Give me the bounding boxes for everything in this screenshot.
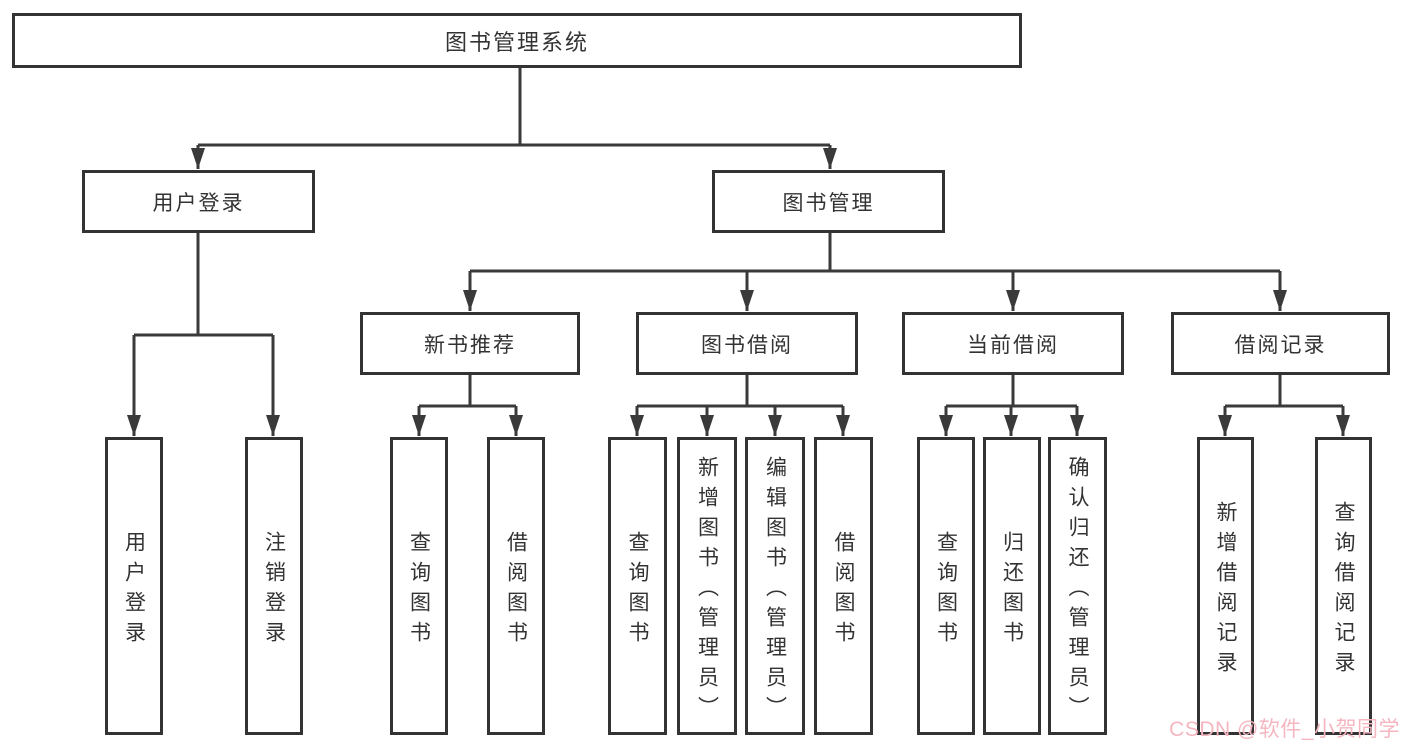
arrow-down-icon [191, 148, 205, 169]
arrow-down-icon [509, 415, 523, 436]
arrow-down-icon [463, 290, 477, 311]
node-label: 确认归还（管理员） [1066, 455, 1089, 726]
node-label: 图书借阅 [701, 333, 793, 357]
leaf-borrow-query-books: 查询图书 [608, 437, 667, 735]
node-label: 查询借阅记录 [1332, 500, 1355, 681]
node-label: 图书管理系统 [444, 29, 589, 55]
watermark: CSDN @软件_小贺同学 [1169, 718, 1400, 741]
arrow-down-icon [836, 415, 850, 436]
leaf-borrow-books: 借阅图书 [814, 437, 873, 735]
node-library-management-system: 图书管理系统 [12, 13, 1022, 68]
arrow-down-icon [266, 415, 280, 436]
node-label: 编辑图书（管理员） [763, 455, 787, 726]
node-new-book-recommend: 新书推荐 [360, 312, 580, 375]
node-user-login: 用户登录 [82, 170, 315, 233]
leaf-add-books-admin: 新增图书（管理员） [677, 437, 737, 735]
node-label: 借阅记录 [1234, 333, 1327, 357]
leaf-current-query-books: 查询图书 [917, 437, 975, 735]
node-book-management: 图书管理 [712, 170, 945, 233]
arrow-down-icon [630, 415, 644, 436]
node-borrow-records: 借阅记录 [1171, 312, 1390, 375]
node-label: 注销登录 [262, 530, 286, 651]
arrow-down-icon [1006, 290, 1020, 311]
leaf-return-books: 归还图书 [983, 437, 1041, 735]
node-label: 新书推荐 [424, 333, 516, 357]
leaf-logout: 注销登录 [245, 437, 303, 735]
leaf-recommend-query-books: 查询图书 [390, 437, 448, 735]
leaf-confirm-return-admin: 确认归还（管理员） [1048, 437, 1107, 735]
arrow-down-icon [1218, 415, 1232, 436]
arrow-down-icon [127, 415, 141, 436]
arrow-down-icon [1070, 415, 1084, 436]
node-label: 新增借阅记录 [1214, 500, 1237, 681]
arrow-down-icon [740, 290, 754, 311]
arrow-down-icon [823, 148, 837, 169]
node-label: 借阅图书 [832, 530, 855, 651]
leaf-query-borrow-record: 查询借阅记录 [1315, 437, 1372, 735]
arrow-down-icon [700, 415, 714, 436]
node-label: 查询图书 [407, 530, 431, 651]
arrow-down-icon [1273, 290, 1287, 311]
arrowhead-icons [127, 148, 1350, 436]
node-label: 当前借阅 [967, 333, 1059, 357]
node-label: 查询图书 [934, 530, 958, 651]
node-book-borrow: 图书借阅 [636, 312, 858, 375]
connector-rails [132, 68, 1345, 436]
leaf-add-borrow-record: 新增借阅记录 [1197, 437, 1254, 735]
arrow-down-icon [768, 415, 782, 436]
arrow-down-icon [1336, 415, 1350, 436]
leaf-edit-books-admin: 编辑图书（管理员） [745, 437, 805, 735]
node-label: 新增图书（管理员） [695, 455, 719, 726]
node-label: 用户登录 [122, 530, 146, 651]
node-label: 查询图书 [626, 530, 649, 651]
node-label: 归还图书 [1000, 530, 1024, 651]
arrow-down-icon [412, 415, 426, 436]
leaf-recommend-borrow-books: 借阅图书 [487, 437, 545, 735]
arrow-down-icon [1004, 415, 1018, 436]
node-label: 借阅图书 [504, 530, 528, 651]
node-label: 图书管理 [782, 191, 875, 215]
arrow-down-icon [939, 415, 953, 436]
leaf-user-login: 用户登录 [105, 437, 163, 735]
node-label: 用户登录 [152, 191, 245, 215]
node-current-borrow: 当前借阅 [902, 312, 1124, 375]
